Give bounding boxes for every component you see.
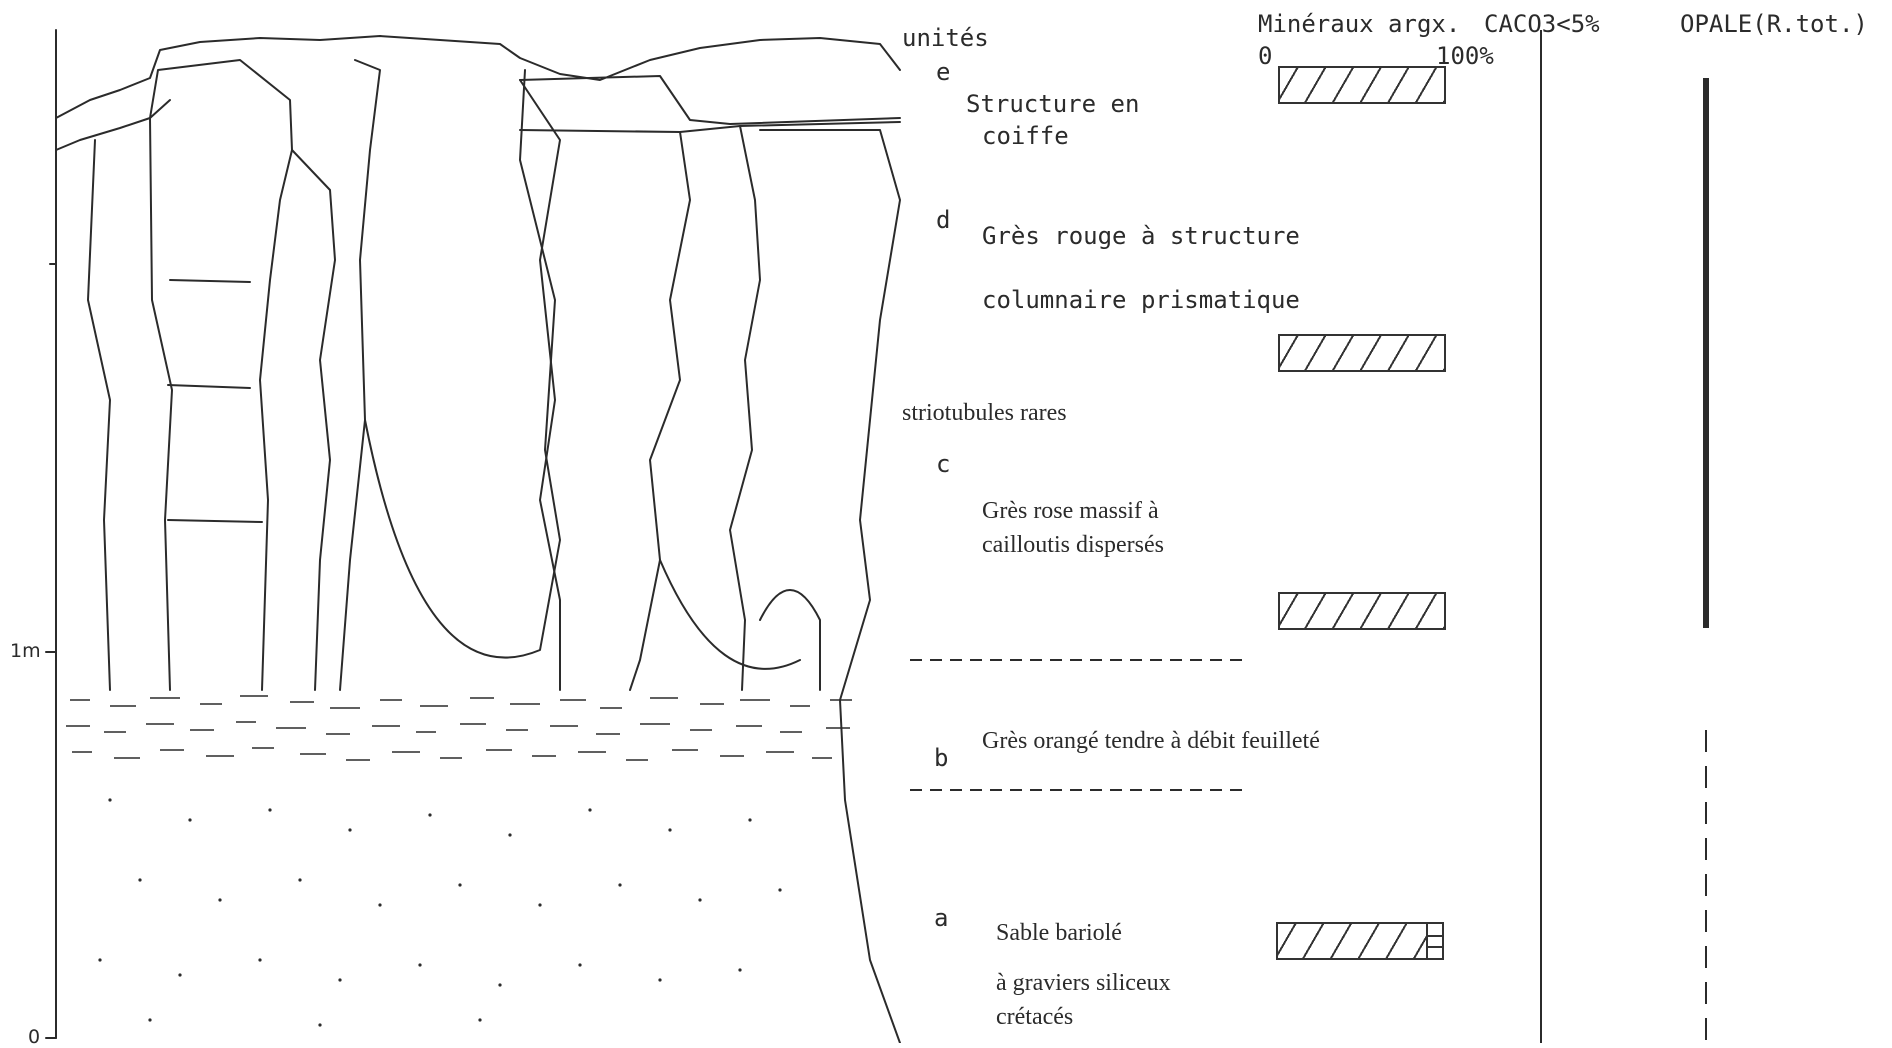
column-joint bbox=[168, 280, 262, 522]
column-outline bbox=[56, 140, 110, 690]
unit-letter-d: d bbox=[936, 206, 950, 234]
opale-header: OPALE(R.tot.) bbox=[1680, 10, 1868, 38]
caco3-header: CACO3<5% bbox=[1484, 10, 1600, 38]
cap-crust-left bbox=[56, 100, 170, 150]
column-outline bbox=[520, 80, 560, 690]
unit-e-description: Structure en bbox=[966, 90, 1139, 118]
unit-c-description: cailloutis dispersés bbox=[982, 532, 1164, 559]
unit-boundaries bbox=[910, 660, 1245, 790]
minerals-bar-a bbox=[1276, 922, 1444, 960]
laminated-zone bbox=[66, 696, 852, 760]
unit-letter-c: c bbox=[936, 450, 950, 478]
column-outline bbox=[292, 150, 335, 690]
column-outline bbox=[365, 70, 560, 658]
depth-label-0: 0 bbox=[28, 1026, 40, 1048]
unit-a-description: Sable bariolé bbox=[996, 920, 1122, 947]
column-outline bbox=[630, 132, 690, 690]
cap-slab bbox=[520, 76, 900, 124]
column-outline bbox=[760, 590, 820, 690]
column-outline bbox=[730, 126, 760, 690]
unit-b-description: Grès orangé tendre à débit feuilleté bbox=[982, 728, 1320, 755]
unit-a-description: crétacés bbox=[996, 1004, 1073, 1031]
column-outline bbox=[660, 560, 800, 669]
unit-e-description: coiffe bbox=[982, 122, 1069, 150]
striotubules-note: striotubules rares bbox=[902, 400, 1067, 427]
units-header: unités bbox=[902, 24, 989, 52]
unit-d-description: Grès rouge à structure bbox=[982, 222, 1300, 250]
cap-crust-top bbox=[56, 36, 900, 118]
unit-letter-e: e bbox=[936, 58, 950, 86]
column-outline bbox=[340, 60, 380, 690]
sand-stipple bbox=[98, 798, 781, 1026]
minerals-bar-e bbox=[1278, 66, 1446, 104]
axis-min-label: 0 bbox=[1258, 42, 1272, 70]
profile-right-edge bbox=[760, 130, 900, 1043]
unit-d-description: columnaire prismatique bbox=[982, 286, 1300, 314]
unit-letter-b: b bbox=[934, 744, 948, 772]
unit-a-description: à graviers siliceux bbox=[996, 970, 1171, 997]
depth-label-1m: 1m bbox=[10, 640, 41, 662]
column-outline bbox=[150, 60, 292, 690]
column-outline bbox=[150, 118, 172, 690]
minerals-header: Minéraux argx. bbox=[1258, 10, 1460, 38]
minerals-bar-cap bbox=[1426, 924, 1442, 958]
minerals-bar-d bbox=[1278, 334, 1446, 372]
unit-letter-a: a bbox=[934, 904, 948, 932]
minerals-bar-c bbox=[1278, 592, 1446, 630]
unit-c-description: Grès rose massif à bbox=[982, 498, 1159, 525]
